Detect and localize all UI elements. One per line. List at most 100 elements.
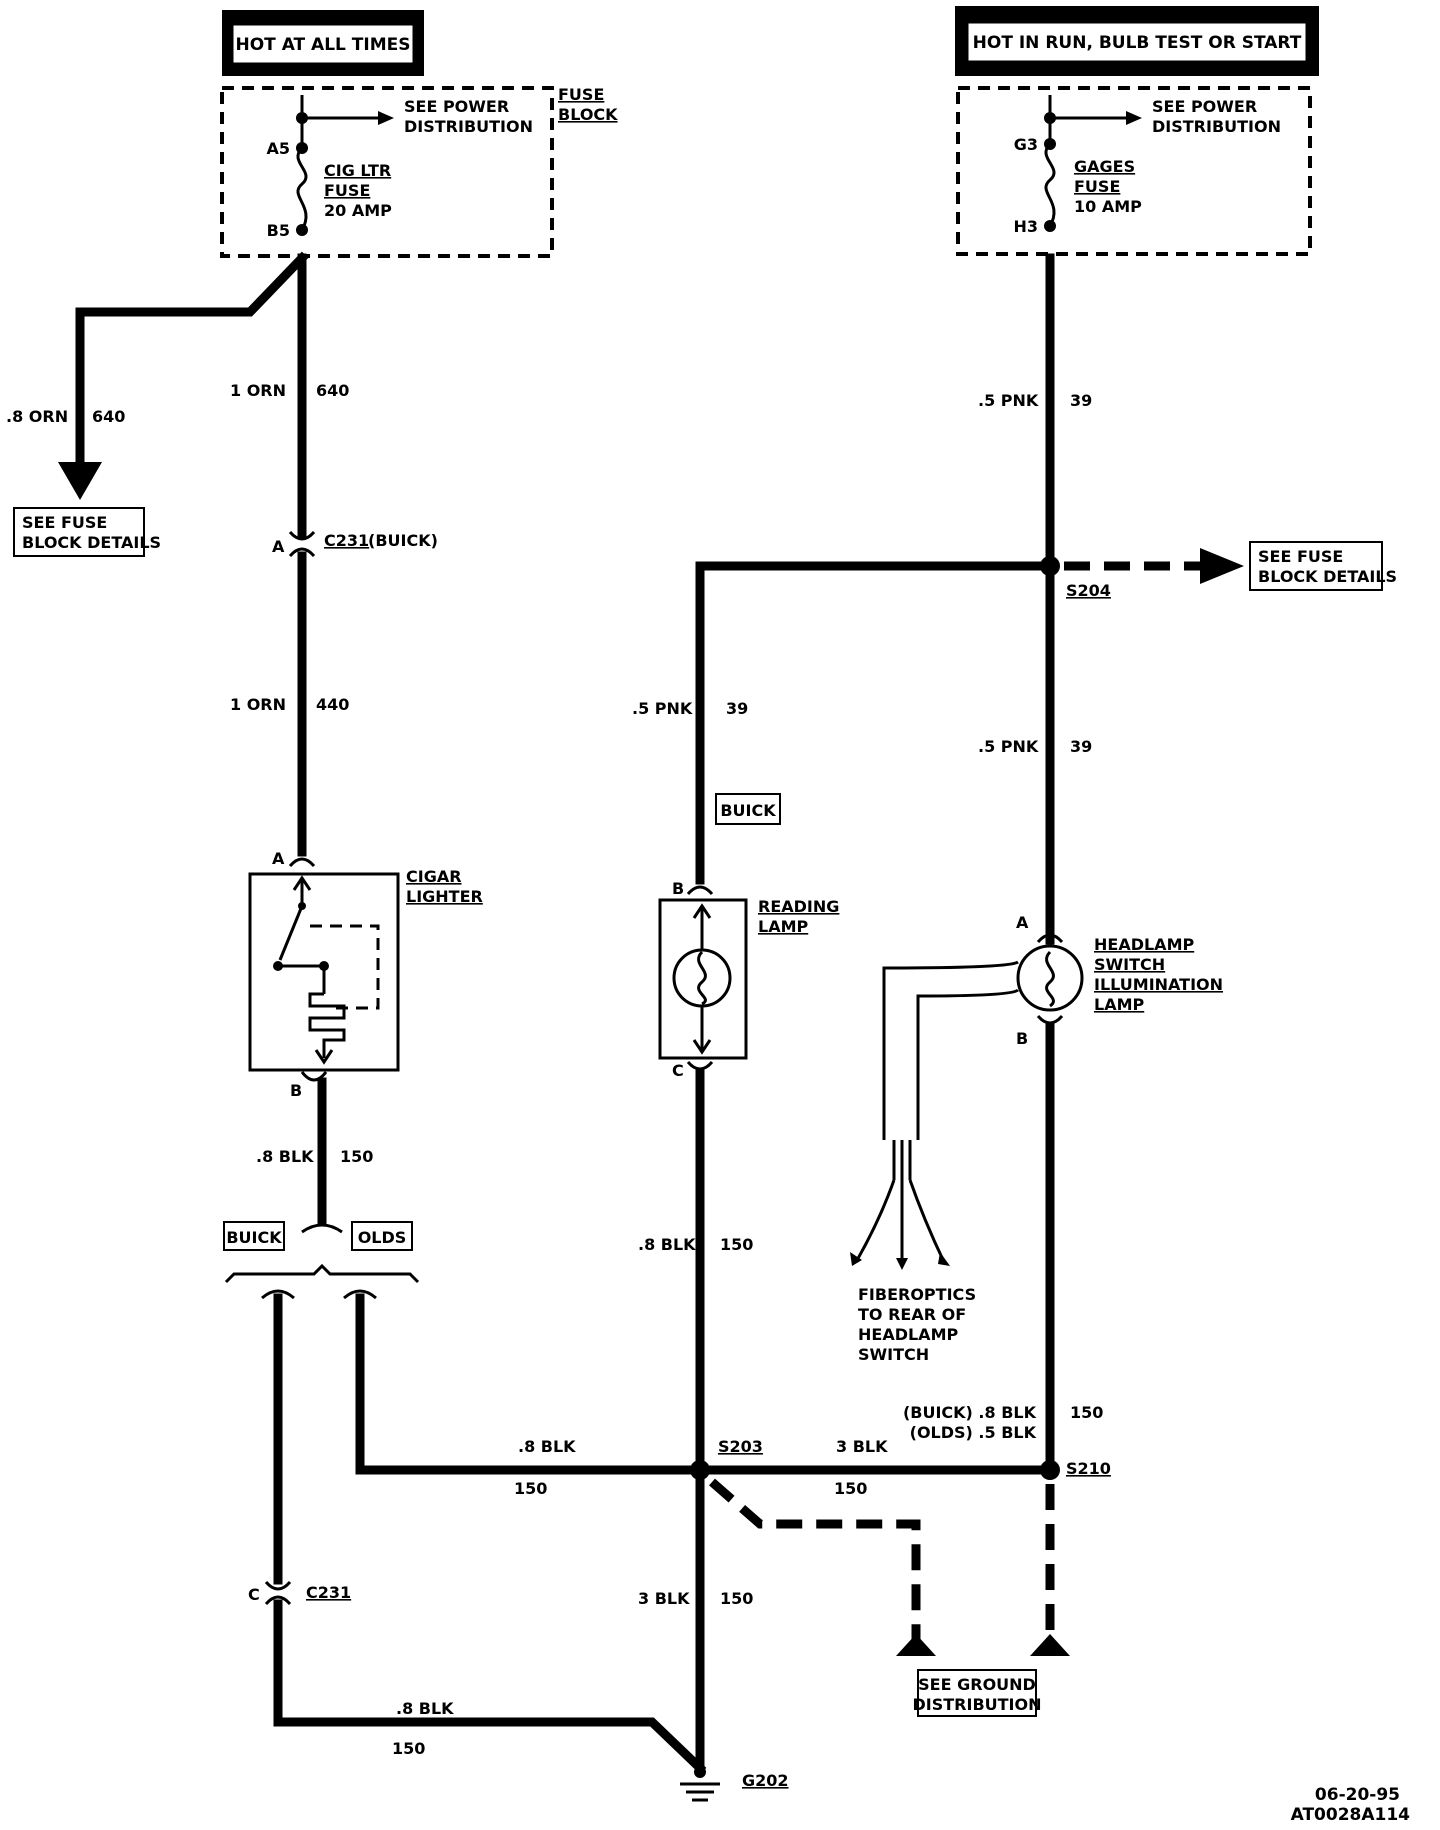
reading-lamp-name-1: READING — [758, 897, 839, 916]
wire-buick-blk-1: (BUICK) .8 BLK — [903, 1403, 1037, 1422]
reading-lamp-name-2: LAMP — [758, 917, 809, 936]
wire-bottom-circuit: 150 — [392, 1739, 425, 1758]
cigar-pin-b-connector — [300, 1071, 328, 1082]
headlamp-name-2: SWITCH — [1094, 955, 1165, 974]
wire-blk-cigar-circuit: 150 — [340, 1147, 373, 1166]
fuse-block-label-2: BLOCK — [558, 105, 618, 124]
wire-08-orn-640 — [75, 251, 309, 471]
wire-pnk-reading — [695, 561, 1055, 885]
see-ground-2: DISTRIBUTION — [913, 1695, 1042, 1714]
cig-fuse-pin-in: A5 — [266, 139, 290, 158]
see-fuse-details-right-1: SEE FUSE — [1258, 547, 1343, 566]
lamp-bulb-icon — [672, 903, 732, 1055]
headlamp-pin-a-connector — [1036, 933, 1064, 944]
headlamp-pin-a: A — [1016, 913, 1029, 932]
wire-3blk-down-label: 3 BLK — [638, 1589, 690, 1608]
headlamp-lamp-bulb-icon — [1016, 944, 1084, 1012]
olds-branch-connector — [343, 1289, 377, 1300]
cigar-pin-b: B — [290, 1081, 302, 1100]
footer-code: AT0028A114 — [1291, 1805, 1411, 1825]
reading-pin-c: C — [672, 1061, 684, 1080]
fiberoptics-bundle-icon — [850, 960, 1020, 1270]
wire-pnk-left-label: .5 PNK — [632, 699, 693, 718]
see-power-left-1: SEE POWER — [404, 97, 509, 116]
header-left: HOT AT ALL TIMES — [222, 10, 424, 76]
gages-fuse-pin-in: G3 — [1014, 135, 1038, 154]
option-olds: OLDS — [358, 1228, 407, 1247]
wire-pnk-top-label: .5 PNK — [978, 391, 1039, 410]
splice-s203: S203 — [718, 1437, 763, 1456]
wire-1-orn-440-label: 1 ORN — [230, 695, 286, 714]
option-buick-box — [223, 1221, 285, 1251]
connector-c231-top-icon-2 — [288, 547, 316, 558]
see-power-right-1: SEE POWER — [1152, 97, 1257, 116]
header-right: HOT IN RUN, BULB TEST OR START — [955, 6, 1319, 76]
wire-olds-label: .8 BLK — [518, 1437, 576, 1456]
wire-buick-blk-2: (OLDS) .5 BLK — [910, 1423, 1037, 1442]
wire-3blk-right-circuit: 150 — [834, 1479, 867, 1498]
fiberoptics-1: FIBEROPTICS — [858, 1285, 976, 1304]
option-split-connector — [301, 1223, 343, 1234]
option-olds-box — [351, 1221, 413, 1251]
cigar-lighter-name-2: LIGHTER — [406, 887, 483, 906]
footer-date: 06-20-95 — [1315, 1785, 1400, 1805]
reading-pin-b-connector — [686, 885, 714, 896]
see-power-right-2: DISTRIBUTION — [1152, 117, 1281, 136]
option-buick-reading-box — [715, 793, 781, 825]
splice-s210: S210 — [1066, 1459, 1111, 1478]
cig-fuse-rating: 20 AMP — [324, 201, 392, 220]
wire-3blk-right-label: 3 BLK — [836, 1437, 888, 1456]
header-right-text: HOT IN RUN, BULB TEST OR START — [973, 33, 1302, 53]
cig-fuse-pin-out: B5 — [267, 221, 290, 240]
c231-bottom-pin: C — [248, 1585, 260, 1604]
wire-ground-dashed-left — [709, 1478, 921, 1640]
wire-bottom-label: .8 BLK — [396, 1699, 454, 1718]
fuse-icon — [296, 146, 308, 231]
see-fuse-details-left-1: SEE FUSE — [22, 513, 107, 532]
header-left-text: HOT AT ALL TIMES — [236, 35, 411, 55]
ground-arrow-icon — [896, 1634, 936, 1656]
see-fuse-details-right-box — [1249, 541, 1383, 591]
arrow-down-icon — [58, 462, 102, 500]
see-fuse-details-left-2: BLOCK DETAILS — [22, 533, 161, 552]
cig-fuse-name-1: CIG LTR — [324, 161, 391, 180]
c231-bottom-label: C231 — [306, 1583, 351, 1602]
fiberoptics-3: HEADLAMP — [858, 1325, 958, 1344]
cigar-lighter-switch-icon — [273, 875, 380, 1065]
fuse-left-pin-dot-2 — [296, 224, 308, 236]
wire-blk-read-label: .8 BLK — [638, 1235, 696, 1254]
c231-top-pin: A — [272, 537, 285, 556]
wire-olds-branch — [355, 1293, 705, 1475]
option-buick: BUICK — [226, 1228, 282, 1247]
connector-c231-bottom-icon-2 — [264, 1595, 292, 1606]
wire-08-orn-label: .8 ORN — [6, 407, 68, 426]
wire-1-orn-440-circuit: 440 — [316, 695, 349, 714]
see-fuse-details-right-2: BLOCK DETAILS — [1258, 567, 1397, 586]
cigar-pin-a-connector — [288, 857, 316, 868]
wire-pnk-mid-circuit: 39 — [1070, 737, 1092, 756]
gages-fuse-pin-out: H3 — [1013, 217, 1038, 236]
buick-branch-connector — [261, 1289, 295, 1300]
connector-c231-bottom-icon — [264, 1580, 292, 1591]
splice-s204: S204 — [1066, 581, 1111, 600]
cigar-lighter-name-1: CIGAR — [406, 867, 462, 886]
option-bracket — [224, 1263, 420, 1284]
headlamp-pin-b: B — [1016, 1029, 1028, 1048]
c231-top-label: C231 — [324, 531, 369, 550]
ground-g202: G202 — [742, 1771, 789, 1790]
splice-s210-dot — [1040, 1460, 1060, 1480]
fuse-block-left-outline — [220, 86, 554, 258]
headlamp-name-1: HEADLAMP — [1094, 935, 1194, 954]
see-fuse-details-left-box — [13, 507, 145, 557]
splice-s204-dot — [1040, 556, 1060, 576]
see-ground-1: SEE GROUND — [918, 1675, 1036, 1694]
fuse-block-label-1: FUSE — [558, 85, 604, 104]
wire-3blk-down-circuit: 150 — [720, 1589, 753, 1608]
see-ground-box — [917, 1669, 1037, 1717]
wire-1-orn-640-label: 1 ORN — [230, 381, 286, 400]
connector-c231-top-icon — [288, 530, 316, 541]
wire-pnk-left-circuit: 39 — [726, 699, 748, 718]
fuse-icon — [1044, 142, 1056, 227]
wire-buick-blk-circuit: 150 — [1070, 1403, 1103, 1422]
wire-olds-circuit: 150 — [514, 1479, 547, 1498]
